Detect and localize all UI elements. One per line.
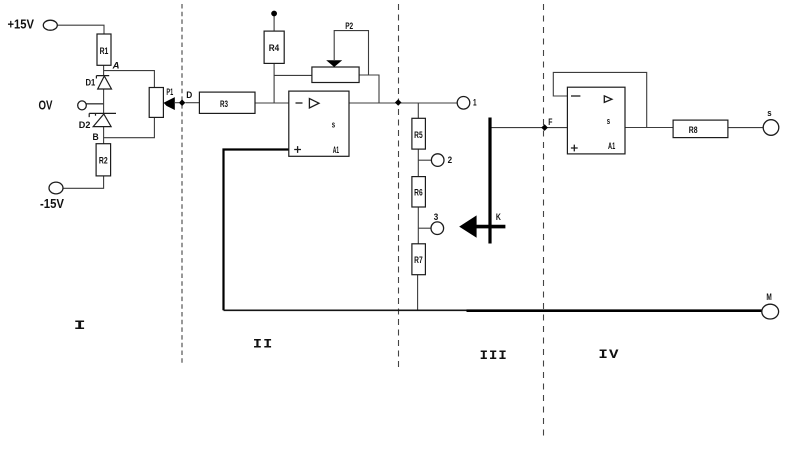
svg-text:III: III	[480, 349, 508, 363]
svg-text:IV: IV	[598, 348, 619, 362]
svg-text:s: s	[332, 120, 335, 130]
svg-text:3: 3	[434, 212, 439, 222]
svg-text:M: M	[766, 292, 771, 302]
svg-text:R1: R1	[100, 46, 109, 57]
svg-text:I: I	[74, 319, 87, 334]
svg-text:D1: D1	[86, 77, 96, 87]
svg-text:B: B	[93, 132, 100, 142]
svg-text:F: F	[548, 117, 553, 127]
svg-text:+15V: +15V	[8, 17, 35, 32]
svg-text:s: s	[607, 116, 610, 126]
svg-text:R5: R5	[414, 130, 423, 141]
svg-text:K: K	[496, 212, 501, 222]
svg-text:R7: R7	[414, 255, 423, 266]
svg-text:1: 1	[473, 98, 477, 108]
svg-text:D: D	[186, 90, 192, 100]
svg-text:R8: R8	[689, 125, 698, 136]
svg-text:2: 2	[448, 155, 453, 165]
svg-text:D2: D2	[79, 120, 91, 130]
svg-text:P2: P2	[345, 21, 353, 31]
svg-text:A1: A1	[333, 145, 339, 155]
svg-text:R4: R4	[269, 43, 280, 54]
svg-text:OV: OV	[39, 98, 53, 113]
svg-text:R6: R6	[414, 188, 423, 199]
svg-text:R2: R2	[99, 155, 108, 166]
svg-text:II: II	[253, 337, 274, 352]
svg-text:-15V: -15V	[40, 196, 64, 211]
svg-text:R3: R3	[220, 99, 228, 110]
svg-text:s: s	[767, 108, 771, 118]
svg-text:A: A	[112, 60, 120, 71]
svg-text:P1: P1	[166, 87, 173, 97]
svg-text:A1: A1	[608, 141, 615, 151]
